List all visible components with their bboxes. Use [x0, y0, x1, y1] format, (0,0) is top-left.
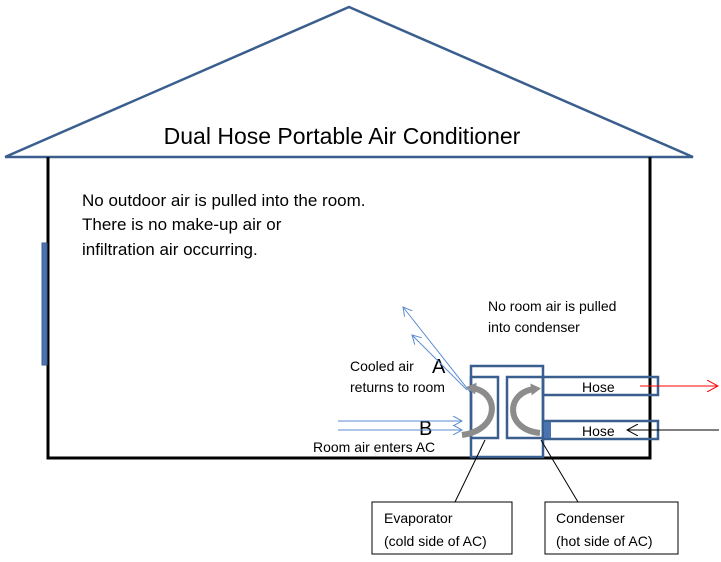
room-note-2: There is no make-up air or: [82, 215, 282, 234]
exhaust-hose-label: Hose: [582, 379, 615, 395]
condenser-note-2: into condenser: [488, 319, 580, 335]
cooled-air-arrow-1: [403, 307, 471, 393]
evaporator-sublabel: (cold side of AC): [384, 533, 487, 549]
condenser-flow-curve: [510, 383, 541, 436]
room-air-label: Room air enters AC: [313, 439, 435, 455]
room-note-3: infiltration air occurring.: [82, 240, 258, 259]
intake-port: [544, 422, 551, 438]
condenser-chamber: [505, 375, 545, 440]
evaporator-chamber: [469, 375, 500, 440]
cooled-air-2: returns to room: [350, 379, 445, 395]
house-walls: [46, 157, 652, 460]
label-a: A: [432, 356, 446, 378]
condenser-note-1: No room air is pulled: [488, 298, 616, 314]
evaporator-flow-curve: [461, 382, 495, 438]
condenser-leader: [540, 439, 579, 503]
window: [41, 242, 48, 366]
roof: [4, 5, 694, 159]
cooled-air-1: Cooled air: [350, 358, 414, 374]
title: Dual Hose Portable Air Conditioner: [164, 123, 521, 149]
condenser-callout: [544, 501, 679, 555]
room-note-1: No outdoor air is pulled into the room.: [82, 191, 366, 210]
evaporator-callout: [371, 501, 513, 555]
condenser-sublabel: (hot side of AC): [556, 533, 653, 549]
cooled-air-arrow-2: [412, 335, 468, 391]
intake-hose-label: Hose: [582, 423, 615, 439]
evaporator-label: Evaporator: [384, 510, 453, 526]
condenser-label: Condenser: [556, 510, 625, 526]
evaporator-leader: [454, 439, 486, 503]
label-b: B: [419, 418, 432, 440]
